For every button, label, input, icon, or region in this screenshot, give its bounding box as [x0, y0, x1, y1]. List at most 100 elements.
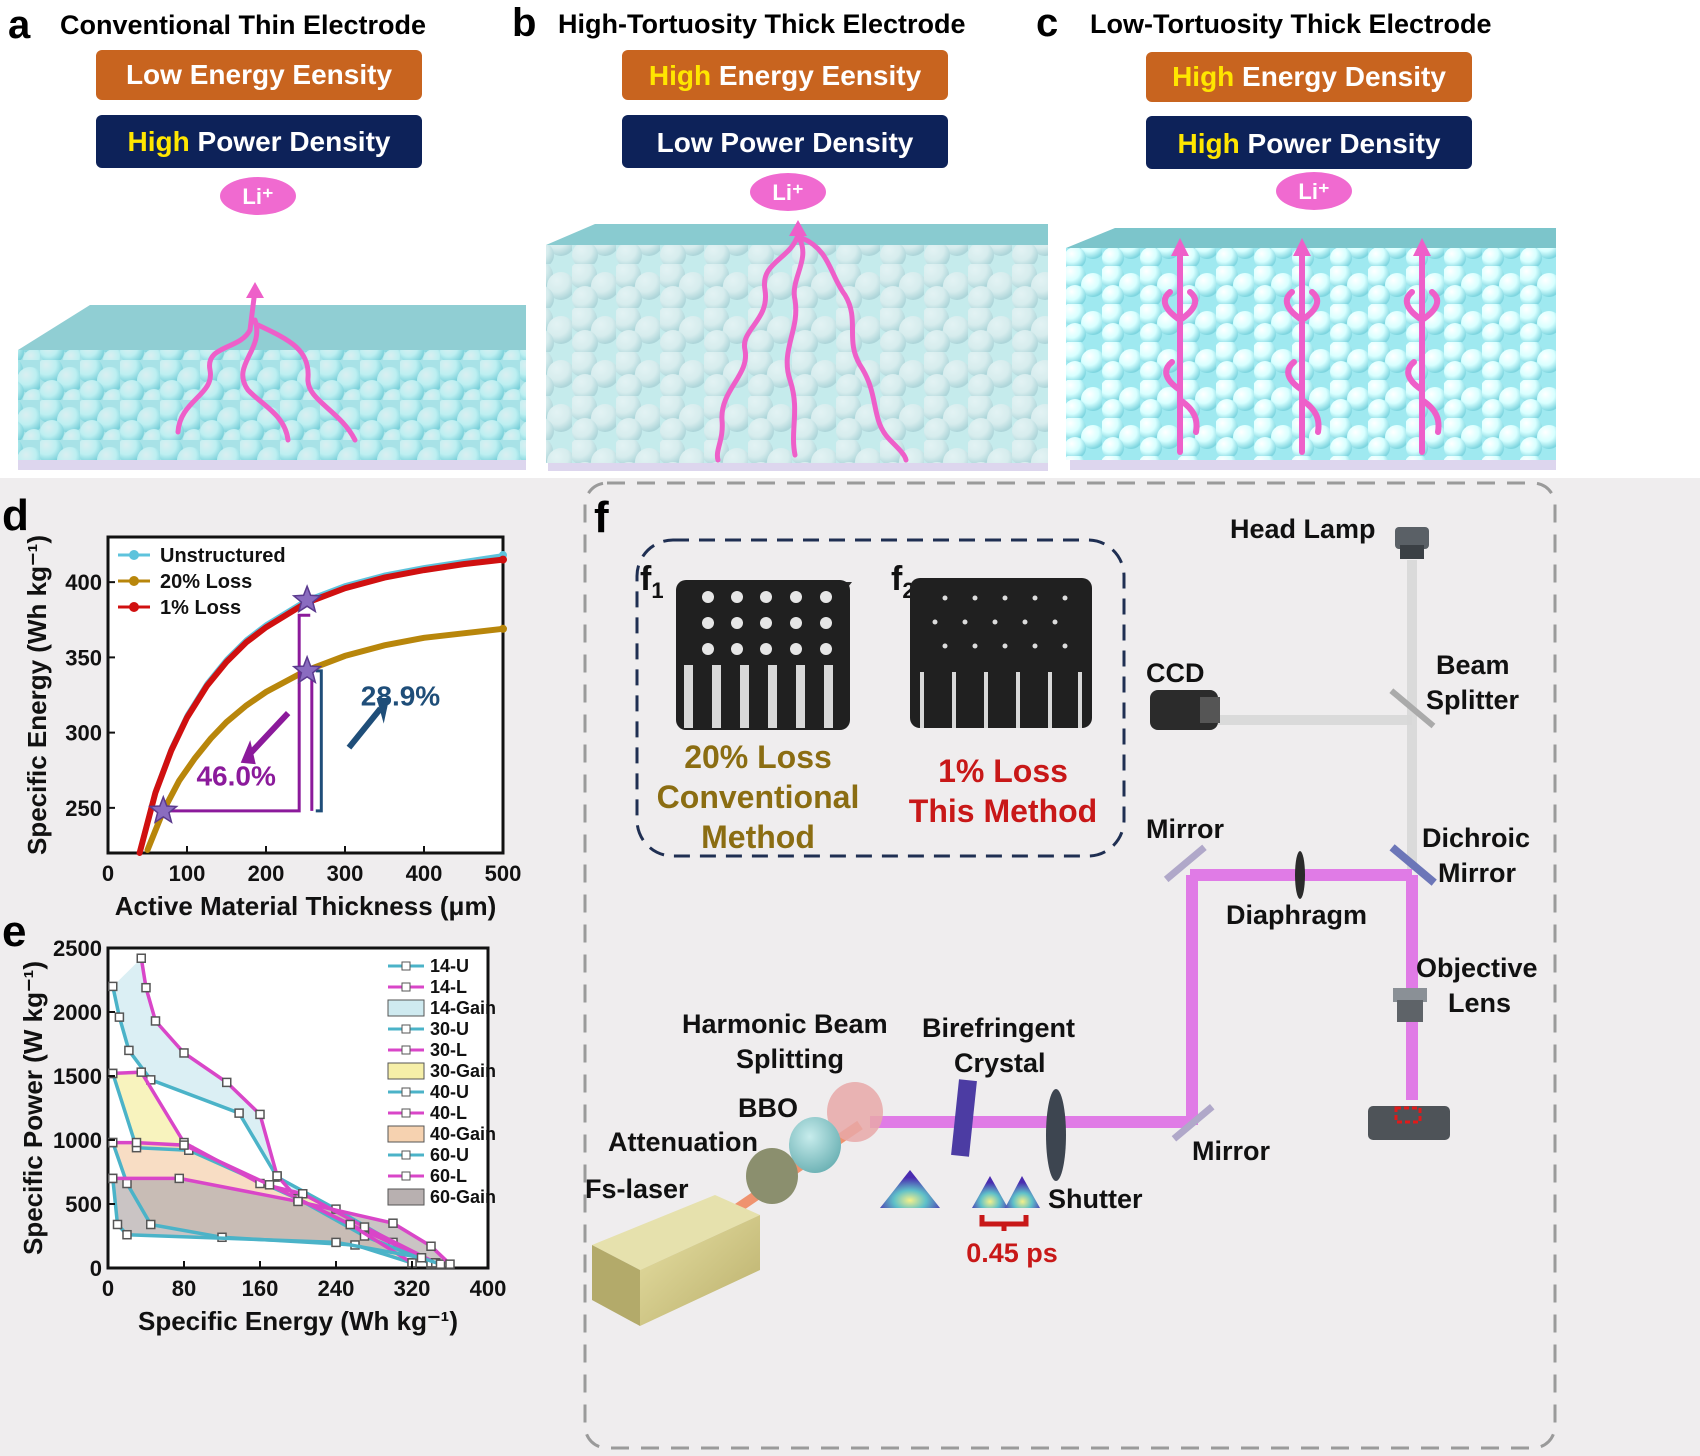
x-tick-label-e: 320 — [394, 1276, 431, 1301]
li-ion-label-c: Li⁺ — [1298, 179, 1329, 204]
legend-label-e: 30-Gain — [430, 1061, 496, 1081]
y-tick-label-e: 0 — [90, 1256, 102, 1281]
series-marker-e — [108, 981, 118, 992]
series-marker-e — [435, 1259, 446, 1269]
inset-frame — [635, 538, 1126, 858]
pulse-peaks-icon — [880, 1170, 1040, 1208]
f1-caption-line3: Method — [701, 819, 815, 855]
li-path-a — [175, 287, 358, 443]
label-bbo: BBO — [738, 1093, 798, 1123]
bracket-navy-d — [315, 669, 323, 813]
legend-marker-e — [401, 1087, 411, 1097]
y-tick-label-d: 250 — [65, 796, 102, 821]
legend-label-d: 1% Loss — [160, 597, 241, 619]
label-birefringent-1: Birefringent — [922, 1013, 1075, 1043]
li-path-b — [714, 232, 909, 463]
shutter-icon — [1046, 1089, 1066, 1181]
legend-marker-d — [129, 576, 139, 586]
li-arrow-b — [789, 220, 807, 236]
annotation-289-d: 28.9% — [361, 681, 440, 712]
series-marker-e — [331, 1237, 341, 1248]
fs-laser-icon — [592, 1195, 760, 1326]
power-density-box-c — [1146, 116, 1472, 169]
panel-letter-f: f — [594, 493, 609, 542]
legend-label-e: 14-Gain — [430, 998, 496, 1018]
mirror-top-icon — [1163, 844, 1207, 883]
gain-area-e — [112, 1072, 436, 1263]
energy-density-label-b: High Energy Eensity — [649, 60, 922, 91]
series-marker-e — [179, 1140, 189, 1150]
arrow-navy-d — [346, 706, 383, 750]
beam-splitter-icon — [1389, 688, 1436, 729]
legend-label-e: 60-Gain — [430, 1187, 496, 1207]
series-marker-e — [298, 1189, 308, 1199]
series-marker-e — [124, 1045, 134, 1056]
panel-c-title: Low-Tortuosity Thick Electrode — [1090, 9, 1492, 39]
power-density-label-a: High Power Density — [128, 126, 391, 157]
panel-c: c Low-Tortuosity Thick Electrode High En… — [1036, 1, 1556, 470]
y-tick-label-e: 1500 — [53, 1064, 102, 1089]
panel-a: a Conventional Thin Electrode Low Energy… — [8, 3, 526, 470]
li-arrow-a — [246, 282, 264, 298]
y-tick-label-d: 400 — [65, 570, 102, 595]
series-marker-e — [131, 1137, 142, 1148]
label-attenuation: Attenuation — [608, 1127, 758, 1157]
series-marker-e — [179, 1048, 189, 1058]
objective-lens-icon — [1393, 988, 1427, 1022]
series-end-marker-d — [499, 624, 507, 633]
legend-label-e: 60-L — [430, 1166, 467, 1186]
label-mirror-top: Mirror — [1146, 814, 1225, 844]
x-axis-title-e: Specific Energy (Wh kg⁻¹) — [138, 1306, 458, 1336]
f1-label: f1 — [640, 560, 664, 603]
x-tick-label-d: 300 — [327, 861, 364, 886]
power-density-box-a — [96, 115, 422, 168]
panel-b-title: High-Tortuosity Thick Electrode — [558, 9, 966, 39]
li-ion-badge-b — [750, 173, 826, 211]
mirror-bottom-icon — [1171, 1103, 1215, 1142]
energy-density-box-c — [1146, 52, 1472, 102]
series-marker-e — [174, 1173, 184, 1184]
series-marker-e — [122, 1178, 132, 1189]
series-line-d — [136, 556, 506, 856]
legend-marker-d — [129, 550, 139, 560]
sample-stage-icon — [1368, 1106, 1450, 1140]
y-tick-label-d: 350 — [65, 645, 102, 670]
energy-density-label-c: High Energy Density — [1172, 61, 1446, 92]
energy-density-box-a — [96, 50, 422, 100]
series-marker-e — [255, 1109, 265, 1120]
series-marker-e — [416, 1253, 427, 1263]
legend-label-e: 30-U — [430, 1019, 469, 1039]
series-line-d — [144, 625, 506, 853]
delay-bracket — [979, 1215, 1029, 1231]
series-marker-e — [108, 1137, 118, 1148]
series-marker-e — [136, 953, 146, 963]
energy-density-box-b — [622, 50, 948, 100]
star-marker-d — [291, 584, 323, 614]
legend-marker-e — [401, 982, 411, 992]
panel-letter-d: d — [2, 491, 29, 540]
electrode-body-c — [1066, 248, 1556, 460]
f2-structure — [910, 578, 1092, 728]
legend-marker-e — [401, 1171, 411, 1181]
label-beam-splitter-2: Splitter — [1426, 685, 1520, 715]
power-density-label-b: Low Power Density — [657, 127, 914, 158]
power-density-label-c: High Power Density — [1178, 128, 1441, 159]
label-delay: 0.45 ps — [966, 1238, 1058, 1268]
series-marker-e — [114, 1012, 125, 1022]
harmonic-beam-splitter-icon — [827, 1082, 883, 1142]
panel-f-frame — [583, 481, 1557, 1450]
legend-label-d: 20% Loss — [160, 571, 252, 593]
li-arrow-c2 — [1293, 238, 1311, 256]
legend-swatch-e — [387, 1062, 425, 1080]
label-beam-splitter-1: Beam — [1436, 650, 1510, 680]
gain-area-e — [112, 1178, 451, 1265]
f2-caption-line2: This Method — [909, 793, 1097, 829]
li-ion-label-a: Li⁺ — [242, 184, 273, 209]
legend-marker-e — [401, 1150, 411, 1160]
series-marker-e — [112, 1219, 123, 1230]
f2-caption-line1: 1% Loss — [938, 753, 1068, 789]
dichroic-mirror-icon — [1389, 844, 1437, 886]
